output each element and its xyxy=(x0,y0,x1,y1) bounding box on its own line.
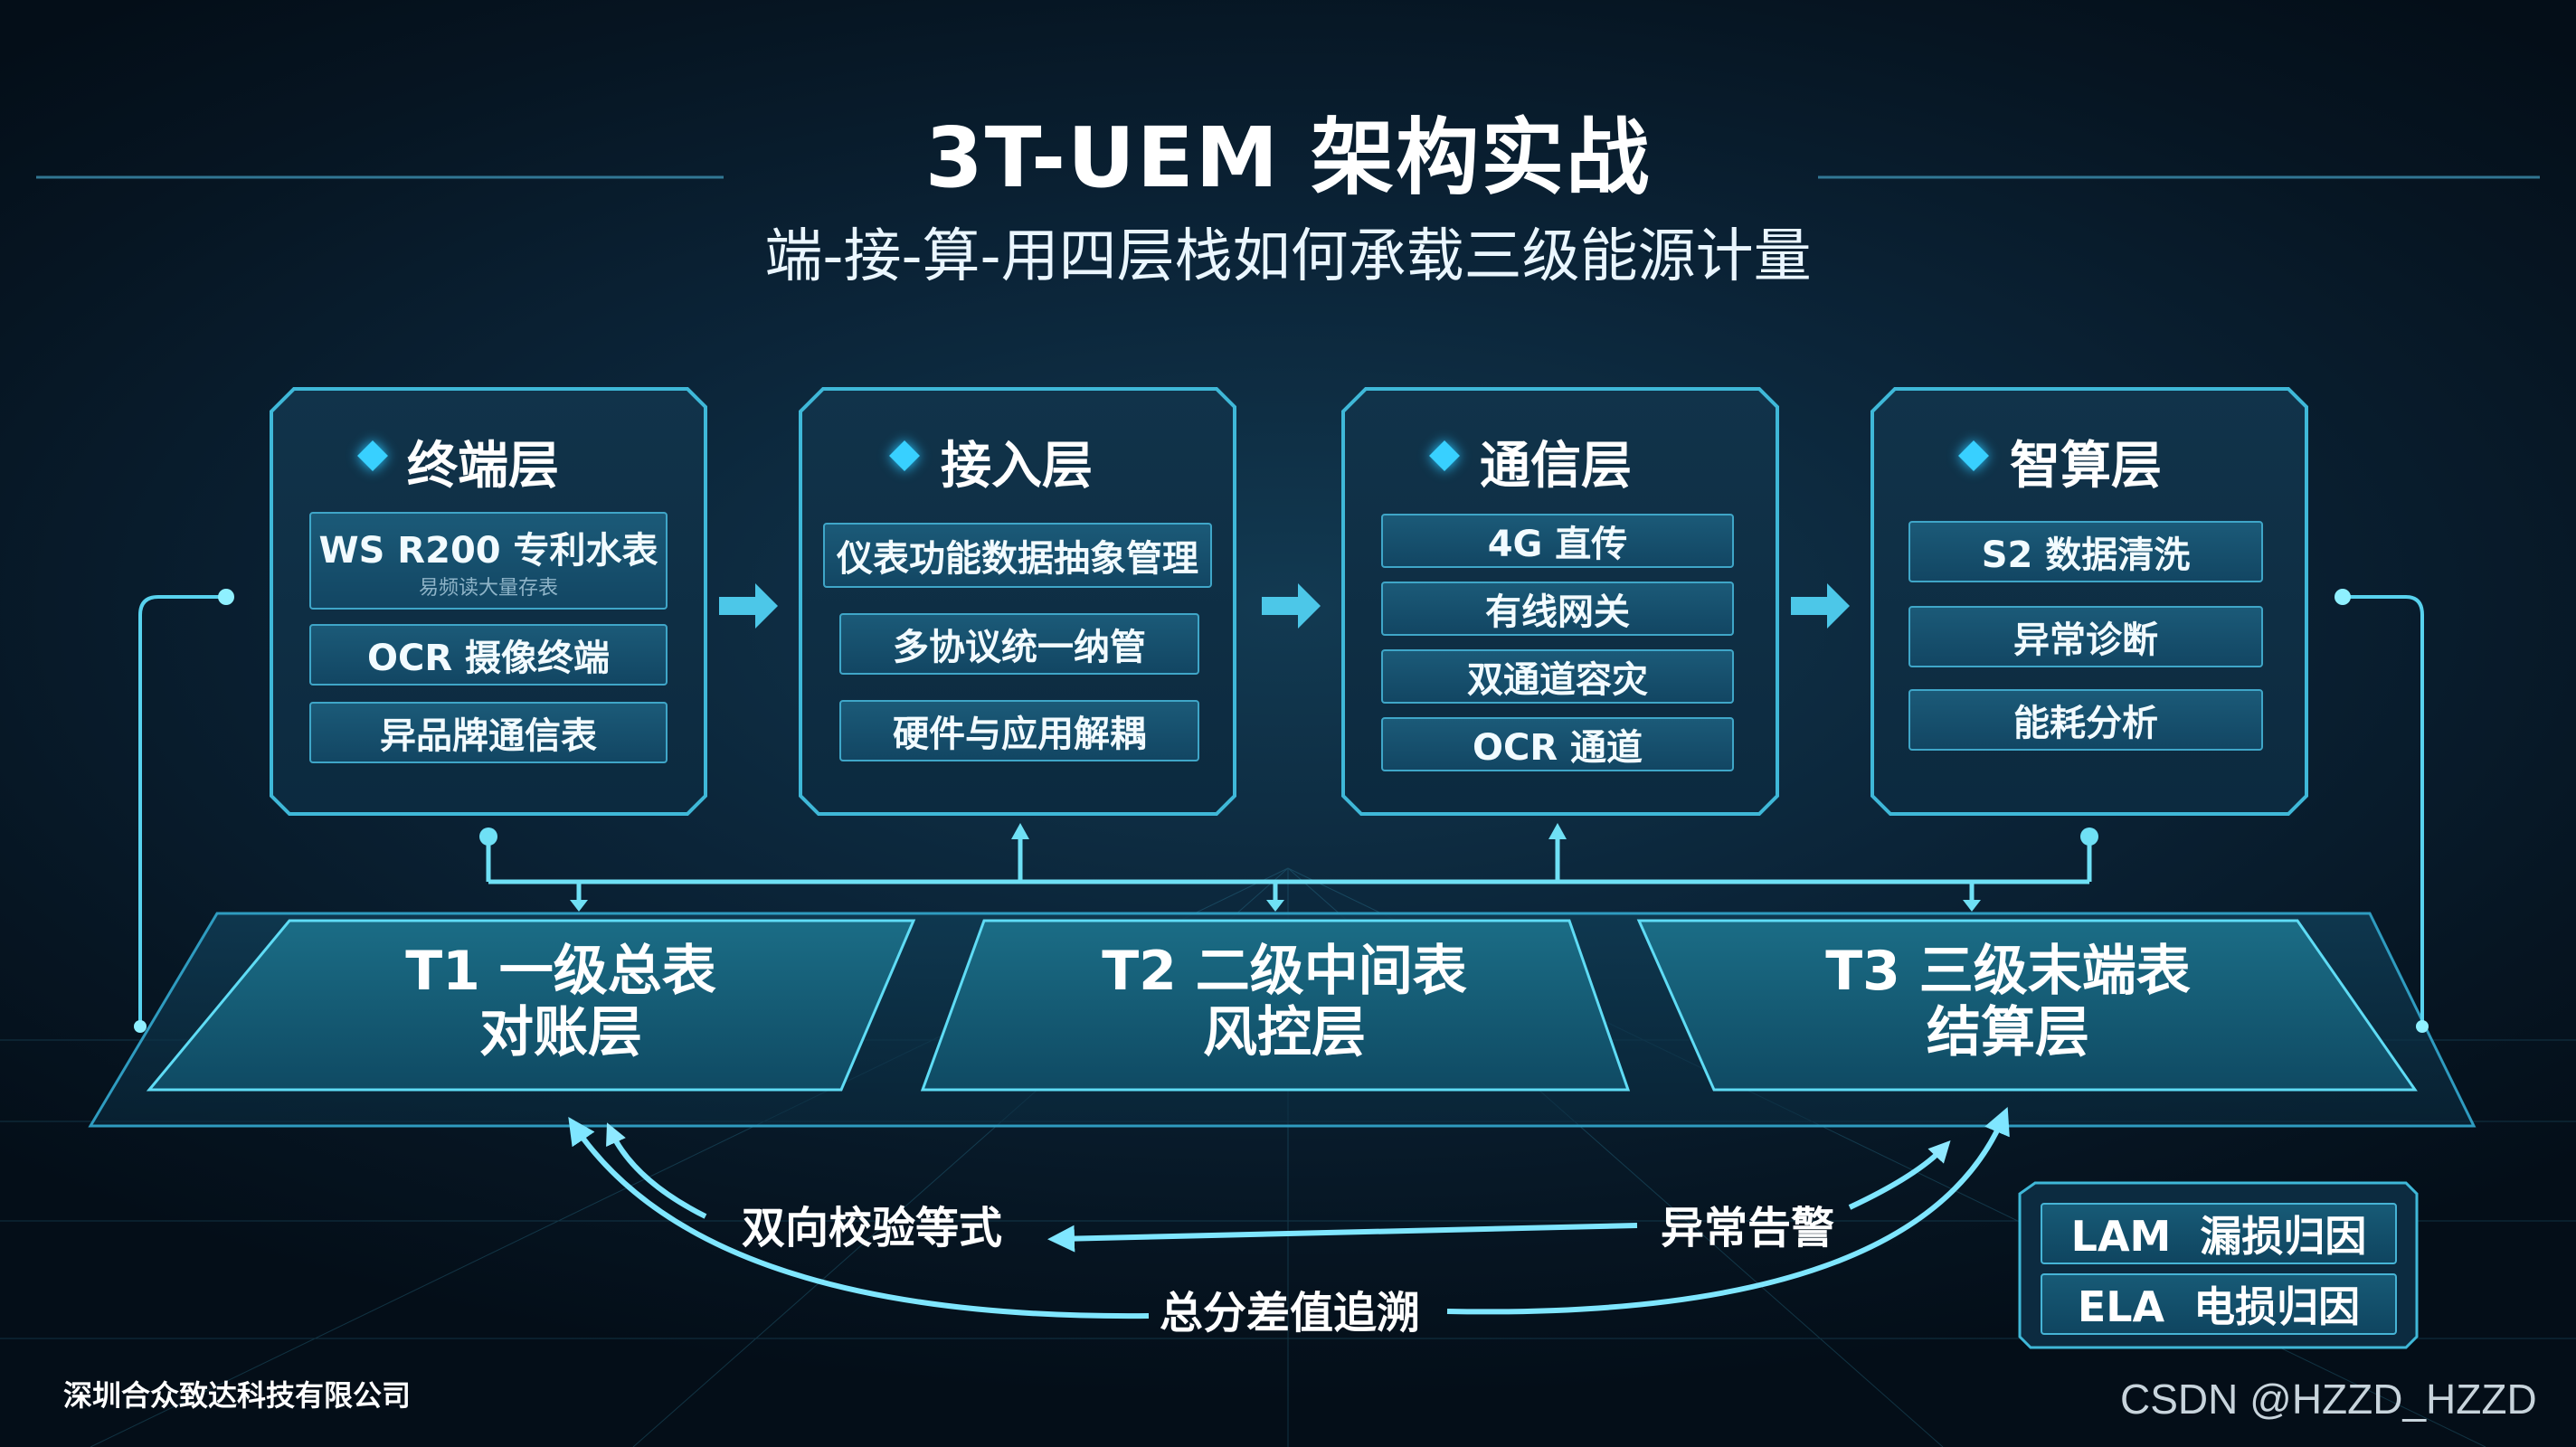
feedback-arcs xyxy=(568,1106,2010,1319)
flow-label-alarm: 异常告警 xyxy=(1661,1203,1835,1253)
layer-item: 双通道容灾 xyxy=(1381,649,1734,704)
layer-title: 通信层 xyxy=(1480,437,1632,496)
tier-role: 风控层 xyxy=(1203,1001,1366,1064)
tier-tile-t3 xyxy=(1636,919,2418,1092)
tier-t3: T3 三级末端表 结算层 xyxy=(1700,941,2316,1064)
layer-item: 有线网关 xyxy=(1381,582,1734,636)
layer-item: OCR 摄像终端 xyxy=(309,624,668,686)
tier-t2: T2 二级中间表 风控层 xyxy=(977,941,1592,1064)
tier-role: 结算层 xyxy=(1927,1001,2089,1064)
tier-t1: T1 一级总表 对账层 xyxy=(262,941,859,1064)
side-circuits xyxy=(138,595,2424,1026)
layer-title: 接入层 xyxy=(941,437,1093,496)
layer-item: 多协议统一纳管 xyxy=(839,613,1199,675)
watermark: CSDN @HZZD_HZZD xyxy=(2120,1376,2537,1423)
layer-title: 智算层 xyxy=(2010,437,2162,496)
bus-connectors xyxy=(486,832,2092,909)
page-title: 3T-UEM 架构实战 xyxy=(924,109,1652,206)
tier-tile-t2 xyxy=(920,919,1631,1092)
flow-label-bidirectional: 双向校验等式 xyxy=(742,1203,1003,1253)
tier-code-name: T3 三级末端表 xyxy=(1825,940,2191,1003)
layer-title: 终端层 xyxy=(407,437,559,496)
layer-item: WS R200 专利水表 xyxy=(309,512,668,610)
company-name: 深圳合众致达科技有限公司 xyxy=(63,1378,412,1413)
layer-item: 异品牌通信表 xyxy=(309,702,668,763)
layer-item-label: WS R200 专利水表 xyxy=(318,530,658,572)
layer-item-sub: 易频读大量存表 xyxy=(418,577,558,600)
layer-item: S2 数据清洗 xyxy=(1908,521,2263,582)
layer-item: 异常诊断 xyxy=(1908,606,2263,667)
layer-item: 能耗分析 xyxy=(1908,689,2263,751)
page-subtitle: 端-接-算-用四层栈如何承载三级能源计量 xyxy=(764,223,1812,290)
bus-nodes xyxy=(479,823,2098,912)
tier-role: 对账层 xyxy=(479,1001,642,1064)
layer-item: 4G 直传 xyxy=(1381,514,1734,568)
layer-item: OCR 通道 xyxy=(1381,717,1734,771)
layer-item: 硬件与应用解耦 xyxy=(839,700,1199,761)
layer-item: 仪表功能数据抽象管理 xyxy=(823,523,1212,588)
tier-tile-t1 xyxy=(146,919,916,1092)
attribution-lam: LAM 漏损归因 xyxy=(2041,1203,2397,1264)
flow-label-trace: 总分差值追溯 xyxy=(1160,1288,1421,1338)
tier-code-name: T1 一级总表 xyxy=(405,940,716,1003)
attribution-ela: ELA 电损归因 xyxy=(2041,1273,2397,1335)
tier-code-name: T2 二级中间表 xyxy=(1102,940,1467,1003)
layer-arrows xyxy=(719,583,1850,629)
